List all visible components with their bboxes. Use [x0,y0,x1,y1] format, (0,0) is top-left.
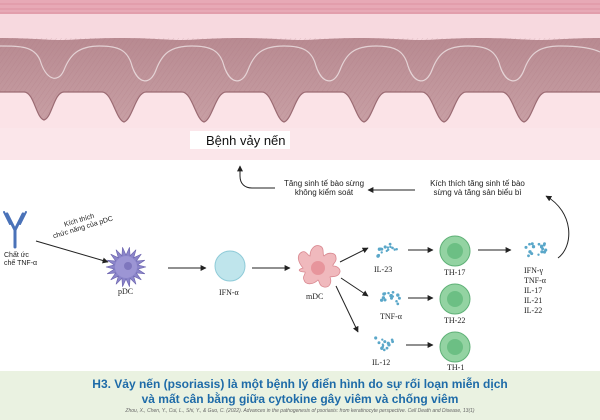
caption-line-2: và mất cân bằng giữa cytokine gây viêm v… [141,392,459,406]
cytokine-dot [379,298,384,302]
cytokine-dot [381,338,384,341]
cytokine-dot [537,253,540,256]
arrow-mdc-to-tnf [340,277,369,297]
stimulation-label-line-2: sừng và tăng sản biểu bì [433,188,522,197]
cytokine-dot [395,247,398,251]
stimulation-label: Kích thích tăng sinh tế bào sừng và tăng… [420,180,535,197]
cytokine-dot [383,340,387,344]
cytokine-dot [396,302,400,306]
output-cytokine-tnf-alpha: TNF-α [524,276,546,285]
mdc-label: mDC [306,292,324,301]
cytokine-dot [374,336,378,340]
inhibitor-label-line-2: chế TNF-α [4,260,38,268]
diagram-title: Bệnh vảy nến [206,133,286,148]
th1-label: TH-1 [447,363,465,372]
output-cytokine-il17: IL-17 [524,286,543,295]
stimulation-label-line-1: Kích thích tăng sinh tế bào [430,179,525,188]
cytokine-dot [541,247,545,251]
antibody-icon [3,211,27,249]
il12-label: IL-12 [372,358,391,367]
cytokine-dot [527,254,530,258]
arrow-feedback-right [545,195,570,259]
output-cytokine-il22: IL-22 [524,306,543,315]
cytokine-dot [539,244,544,248]
output-cytokine-il21: IL-21 [524,296,543,305]
pdc-cell-icon [105,247,147,287]
cytokine-dot [391,290,395,294]
cytokine-dot [544,248,548,252]
cytokine-dot [383,298,387,302]
cytokine-dot [377,341,381,345]
citation: Zhou, X., Chen, Y., Cui, L., Shi, Y., & … [125,408,475,414]
pdc-label: pDC [118,287,134,296]
il12-cytokine-icon [374,336,394,352]
cytokine-dot [383,245,387,249]
th17-label: TH-17 [444,268,466,277]
cytokine-dot [391,246,394,250]
cytokine-dot [386,248,390,252]
cytokine-dot [397,296,401,300]
cytokine-dot [396,293,400,297]
cytokine-dot [540,250,544,254]
cytokine-dot [390,293,393,297]
th1-cell-icon [439,331,471,363]
caption-line-1: H3. Vảy nến (psoriasis) là một bệnh lý đ… [92,377,508,391]
cytokine-dot [530,252,534,256]
output-cytokine-list: IFN-γ TNF-α IL-17 IL-21 IL-22 [524,266,546,316]
cytokine-dot [382,348,386,352]
cytokine-dot [377,254,380,258]
arrow-to-title [237,165,275,189]
ifn-alpha-label: IFN-α [219,288,239,297]
ifn-alpha-icon [214,250,246,282]
il23-cytokine-icon [376,242,398,258]
cytokine-dot [386,341,390,345]
cytokine-dot [391,295,395,298]
inhibitor-label: Chất ức chế TNF-α [4,252,37,269]
cytokine-dot [531,245,536,249]
arrow-mdc-to-il23 [339,247,369,263]
cytokine-dot [537,242,541,246]
output-cytokine-icon [524,242,548,258]
th17-cell-icon [439,235,471,267]
cytokine-dot [386,246,390,249]
proliferation-label-line-2: không kiểm soát [294,188,354,197]
il23-label: IL-23 [374,265,393,274]
tnf-alpha-cytokine-icon [379,290,401,306]
title-backdrop [190,131,290,149]
skin-illustration [0,0,600,160]
mdc-cell-icon [297,245,341,288]
cytokine-dot [379,247,383,251]
caption-footer: H3. Vảy nến (psoriasis) là một bệnh lý đ… [0,371,600,420]
cytokine-dot [543,242,546,246]
cytokine-dot [388,242,392,246]
th22-cell-icon [439,283,471,315]
cytokine-dot [390,296,393,300]
th22-label: TH-22 [444,316,466,325]
cytokine-dot [387,291,390,295]
cytokine-dot [524,245,528,249]
proliferation-label-line-1: Tăng sinh tế bào sừng [283,179,365,188]
cytokine-dot [381,343,384,346]
cytokine-dot [385,346,389,350]
cytokine-dot [381,296,386,300]
output-cytokine-ifn-gamma: IFN-γ [524,266,544,275]
cytokine-dot [389,245,392,249]
tnf-alpha-label: TNF-α [380,312,402,321]
cytokine-dot [380,346,384,350]
cytokine-dot [383,292,387,295]
cytokine-dot [393,248,396,251]
arrow-mdc-to-il12 [335,285,359,333]
cytokine-dot [380,251,383,254]
inhibitor-label-line-1: Chất ức [4,252,29,259]
arrow-antibody-to-pdc [35,240,109,264]
proliferation-label: Tăng sinh tế bào sừng không kiểm soát [279,180,369,197]
cytokine-dot [530,242,534,246]
cytokine-dot [390,338,394,342]
cytokine-dot [395,299,398,303]
cytokine-dot [528,242,531,246]
